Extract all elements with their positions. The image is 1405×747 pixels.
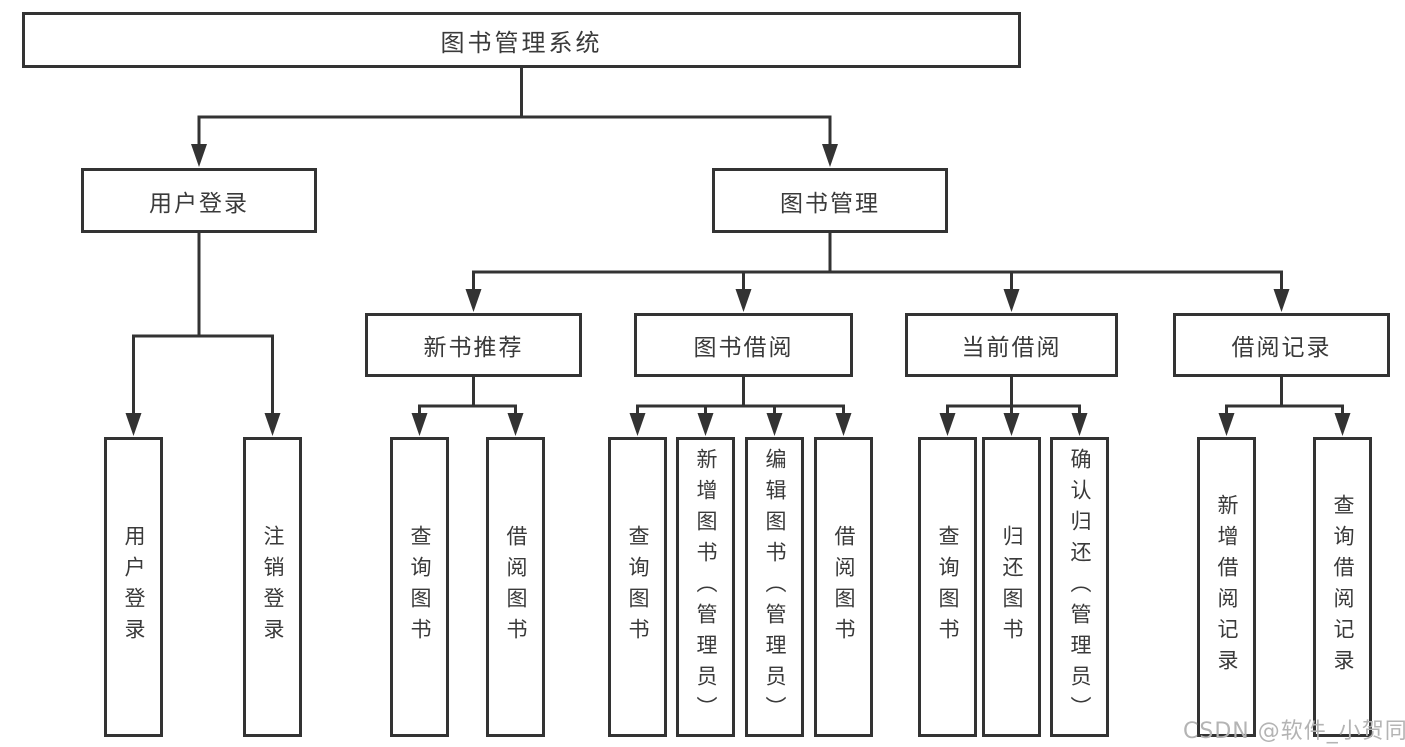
leaf-user-login-label: 用户登录 — [122, 525, 146, 649]
node-current-borrow: 当前借阅 — [905, 313, 1118, 377]
node-book-borrow: 图书借阅 — [634, 313, 853, 377]
node-user-login-label: 用户登录 — [149, 190, 249, 217]
node-new-book-recommend: 新书推荐 — [365, 313, 582, 377]
node-user-login: 用户登录 — [81, 168, 317, 233]
node-book-management: 图书管理 — [712, 168, 948, 233]
leaf-user-login: 用户登录 — [104, 437, 163, 737]
leaf-return-books: 归还图书 — [982, 437, 1041, 737]
leaf-borrow-books-label: 借阅图书 — [832, 525, 856, 649]
leaf-add-book-admin: 新增图书（管理员） — [676, 437, 735, 737]
leaf-add-book-admin-label: 新增图书（管理员） — [694, 447, 718, 727]
node-new-book-recommend-label: 新书推荐 — [423, 335, 524, 361]
node-borrow-records-label: 借阅记录 — [1231, 335, 1332, 361]
leaf-query-books-borrow-label: 查询图书 — [626, 525, 650, 649]
leaf-query-books-recommend: 查询图书 — [390, 437, 449, 737]
leaf-borrow-books-recommend-label: 借阅图书 — [504, 525, 528, 649]
leaf-add-borrow-record-label: 新增借阅记录 — [1215, 494, 1239, 680]
leaf-return-books-label: 归还图书 — [1000, 525, 1024, 649]
leaf-borrow-books-recommend: 借阅图书 — [486, 437, 545, 737]
node-book-management-label: 图书管理 — [780, 190, 880, 217]
leaf-edit-book-admin-label: 编辑图书（管理员） — [763, 447, 787, 727]
leaf-logout: 注销登录 — [243, 437, 302, 737]
leaf-borrow-books: 借阅图书 — [814, 437, 873, 737]
leaf-confirm-return-admin-label: 确认归还（管理员） — [1068, 447, 1092, 727]
leaf-query-borrow-record-label: 查询借阅记录 — [1331, 494, 1355, 680]
leaf-query-books-current-label: 查询图书 — [936, 525, 960, 649]
leaf-confirm-return-admin: 确认归还（管理员） — [1050, 437, 1109, 737]
leaf-logout-label: 注销登录 — [261, 525, 285, 649]
leaf-query-books-recommend-label: 查询图书 — [408, 525, 432, 649]
leaf-query-books-borrow: 查询图书 — [608, 437, 667, 737]
node-root-label: 图书管理系统 — [440, 28, 603, 57]
node-current-borrow-label: 当前借阅 — [961, 335, 1062, 361]
leaf-query-borrow-record: 查询借阅记录 — [1313, 437, 1372, 737]
node-borrow-records: 借阅记录 — [1173, 313, 1390, 377]
node-root: 图书管理系统 — [22, 12, 1021, 68]
node-book-borrow-label: 图书借阅 — [693, 335, 794, 361]
leaf-query-books-current: 查询图书 — [918, 437, 977, 737]
leaf-edit-book-admin: 编辑图书（管理员） — [745, 437, 804, 737]
leaf-add-borrow-record: 新增借阅记录 — [1197, 437, 1256, 737]
watermark: CSDN @软件_小贺同学 — [1183, 719, 1405, 744]
